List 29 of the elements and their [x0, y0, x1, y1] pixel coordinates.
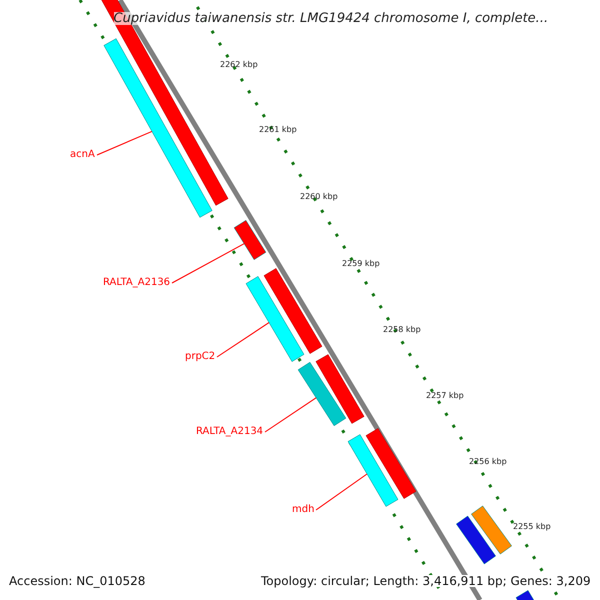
gene-feature-bar [104, 38, 212, 218]
scale-label: 2256 kbp [469, 458, 507, 466]
gene-label: acnA [70, 150, 95, 160]
scale-label: 2260 kbp [300, 193, 338, 201]
gene-feature-bar [234, 220, 266, 260]
gene-feature-bar [246, 276, 304, 362]
scale-label: 2262 kbp [220, 61, 258, 69]
gene-label: RALTA_A2134 [196, 427, 264, 437]
footer-text: Topology: circular; Length: 3,416,911 bp; Genes: 3,209 [261, 575, 591, 587]
scale-label: 2259 kbp [342, 260, 380, 268]
footer-text: Accession: NC_010528 [9, 575, 146, 587]
scale-label: 2257 kbp [426, 392, 464, 400]
gene-label: RALTA_A2136 [103, 278, 170, 288]
gene-feature-bar [516, 590, 534, 600]
scale-label: 2258 kbp [383, 326, 421, 334]
scale-label: 2261 kbp [259, 126, 297, 134]
leader-line [216, 322, 270, 358]
leader-line [96, 130, 152, 156]
leader-line [264, 397, 317, 432]
leader-line [172, 243, 245, 284]
gene-feature-bar [348, 434, 398, 507]
gene-label: prpC2 [185, 352, 216, 362]
gene-label: mdh [292, 505, 314, 515]
gene-feature-bar [471, 506, 512, 554]
gene-feature-bar [456, 516, 496, 564]
map-title: Cupriavidus taiwanensis str. LMG19424 chromosome I, complete... [114, 12, 548, 25]
gene-feature-bar [298, 362, 346, 426]
leader-line [316, 474, 368, 510]
scale-label: 2255 kbp [513, 523, 551, 531]
